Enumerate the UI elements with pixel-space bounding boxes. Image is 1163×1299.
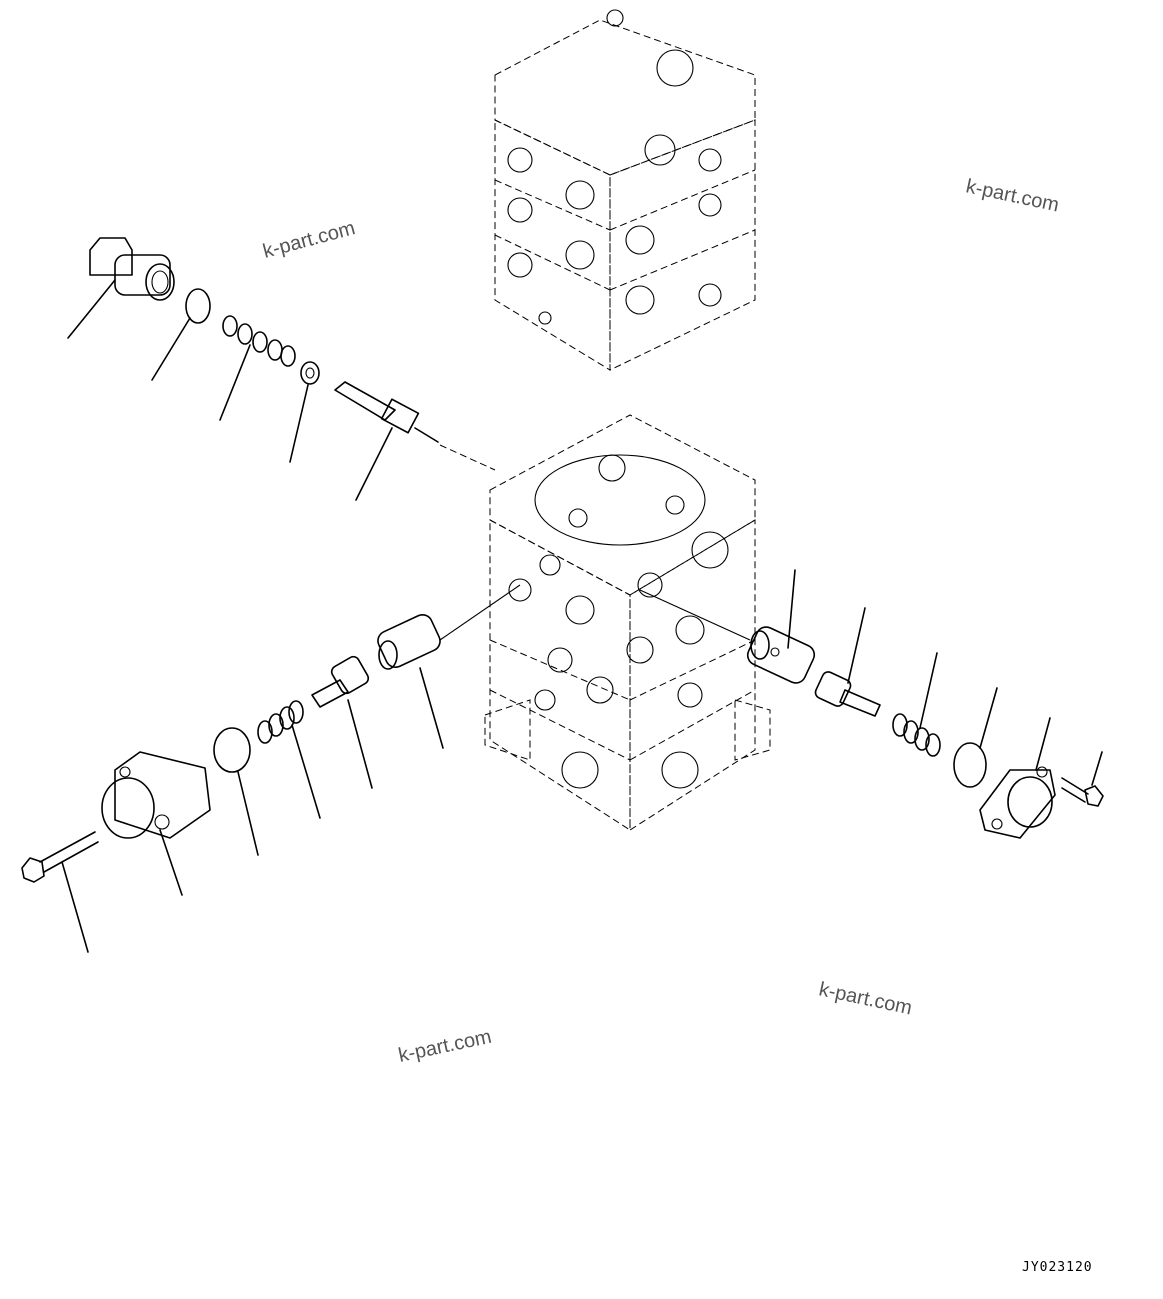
drawing-code: JY023120: [1022, 1260, 1093, 1275]
housing-lower-left: [101, 751, 211, 839]
sleeve-right: [639, 589, 816, 684]
washer-upper: [300, 361, 320, 385]
sleeve-lower: [377, 584, 521, 670]
o-ring-upper: [185, 288, 211, 324]
callout-leaders: [61, 279, 1103, 953]
plug-upper-left: [89, 237, 175, 301]
watermark-1: k-part.com: [261, 217, 358, 263]
main-valve-block: [484, 414, 771, 831]
bolt-lower-left: [21, 831, 99, 883]
spring-lower: [257, 700, 304, 744]
o-ring-right: [953, 742, 987, 788]
watermark-2: k-part.com: [964, 175, 1061, 216]
upper-valve-block: [494, 9, 756, 371]
piston-right: [814, 671, 881, 717]
watermark-4: k-part.com: [396, 1026, 493, 1067]
bolt-right: [1061, 777, 1104, 807]
o-ring-lower: [213, 727, 251, 773]
spring-upper: [222, 315, 296, 367]
spring-right: [892, 713, 941, 757]
piston-lower: [311, 655, 370, 708]
cover-right: [979, 766, 1056, 839]
valve-stem-upper: [334, 381, 496, 471]
watermark-3: k-part.com: [817, 978, 914, 1019]
